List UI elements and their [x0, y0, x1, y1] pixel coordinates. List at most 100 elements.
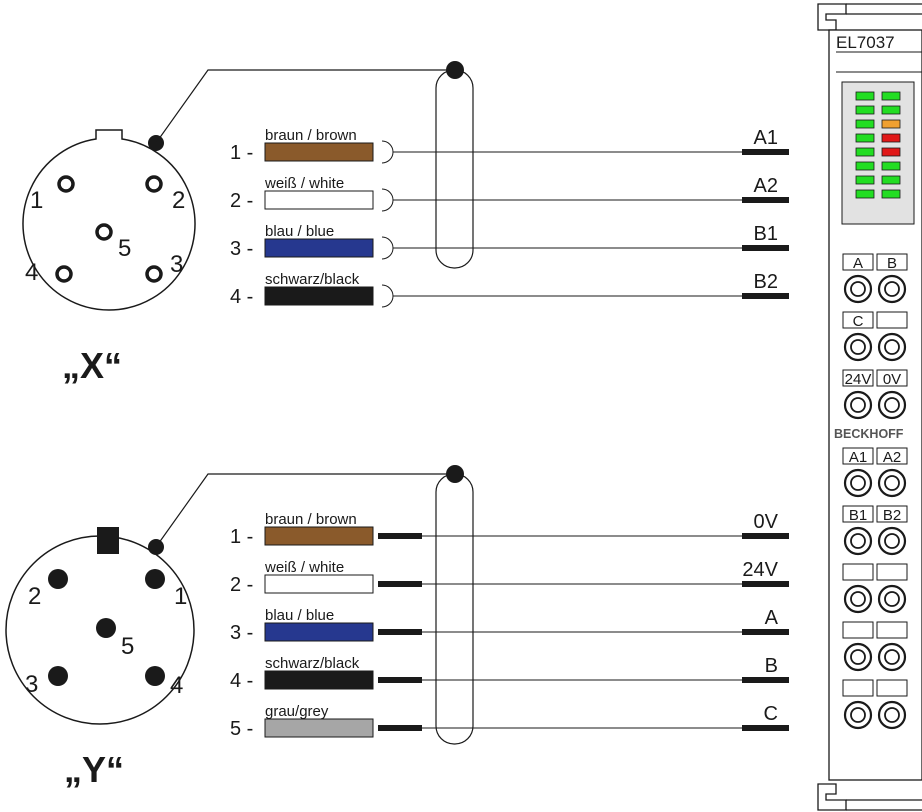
module-terminal-slot	[876, 563, 908, 614]
module-led	[855, 91, 875, 101]
connector-x-pin-2	[145, 175, 163, 193]
connector-y-wire-ferrule	[378, 581, 422, 587]
module-led	[855, 133, 875, 143]
connector-x-shield-wire	[155, 69, 455, 144]
module-terminal-slot: A	[842, 253, 874, 304]
connector-y-wire-number: 2 -	[230, 574, 253, 596]
connector-y-wire-signal: 0V	[754, 511, 779, 533]
module-terminal-label-box	[842, 311, 874, 329]
connector-x-wire-insulation	[264, 142, 374, 162]
module-led-panel	[841, 81, 915, 225]
module-led	[855, 189, 875, 199]
connector-x-wire-end-cap	[381, 140, 394, 164]
connector-x-wire-signal: B2	[754, 271, 778, 293]
connector-y-wire-terminal-pin	[742, 725, 789, 731]
connector-y-wire-ferrule	[378, 677, 422, 683]
cable-x-shield-point	[446, 61, 464, 79]
module-terminal-opening	[884, 281, 900, 297]
module-terminal-label-box	[876, 679, 908, 697]
module-terminal-opening	[884, 649, 900, 665]
module-led	[881, 91, 901, 101]
module-terminal-slot	[876, 311, 908, 362]
module-terminal-slot: B2	[876, 505, 908, 556]
connector-y-wire-label: weiß / white	[264, 559, 344, 576]
connector-y-wire-label: grau/grey	[265, 703, 329, 720]
module-bottom-rail	[817, 783, 847, 811]
connector-x-pin-label-1: 1	[30, 187, 43, 214]
connector-y-wire-number: 4 -	[230, 670, 253, 692]
connector-x-wire-signal: A1	[754, 127, 778, 149]
module-terminal-label-box	[842, 369, 874, 387]
module-led	[881, 175, 901, 185]
module-led	[855, 161, 875, 171]
connector-x-wire-signal: A2	[754, 175, 778, 197]
connector-x-wire-label: braun / brown	[265, 127, 357, 144]
module-terminal-label: B	[887, 255, 897, 272]
module-terminal-opening	[850, 707, 866, 723]
connector-x-wire-end-cap	[381, 188, 394, 212]
connector-x-pin-1	[57, 175, 75, 193]
connector-y-pin-1	[145, 569, 165, 589]
module-terminal-slot: B	[876, 253, 908, 304]
connector-y-pin-label-3: 3	[25, 671, 38, 698]
module-terminal-label-box	[842, 253, 874, 271]
connector-y-wire-signal: 24V	[742, 559, 778, 581]
connector-y-wire-ferrule	[378, 629, 422, 635]
connector-y-key	[97, 527, 119, 554]
connector-x-caption: „X“	[62, 345, 122, 386]
connector-y-pin-3	[48, 666, 68, 686]
connector-x-pin-4	[55, 265, 73, 283]
connector-y-wire-insulation	[264, 574, 374, 594]
module-terminal-slot: 0V	[876, 369, 908, 420]
connector-y-wire-terminal-pin	[742, 533, 789, 539]
connector-x-wire-end-cap	[381, 236, 394, 260]
connector-x-pin-label-4: 4	[25, 259, 38, 286]
connector-y-shield-wire	[155, 473, 455, 548]
module-terminal-label-box	[876, 447, 908, 465]
module-led	[855, 175, 875, 185]
module-terminal-slot: 24V	[842, 369, 874, 420]
connector-x-wire-signal: B1	[754, 223, 778, 245]
cable-y-shield	[435, 473, 474, 745]
connector-x-wire-terminal-pin	[742, 293, 789, 299]
module-terminal-label: A2	[883, 449, 901, 466]
module-terminal-opening	[850, 281, 866, 297]
connector-y-wire-ferrule	[378, 725, 422, 731]
connector-y-wire-terminal-pin	[742, 581, 789, 587]
connector-x-wire-insulation	[264, 286, 374, 306]
connector-x-wire-label: weiß / white	[264, 175, 344, 192]
module-terminal-label: C	[853, 313, 864, 330]
module-terminal-slot: A2	[876, 447, 908, 498]
module-terminal-label-box	[842, 563, 874, 581]
connector-x-wire-insulation	[264, 190, 374, 210]
module-terminal-slot	[842, 679, 874, 730]
connector-y-wire-number: 3 -	[230, 622, 253, 644]
module-terminal-label-box	[876, 505, 908, 523]
module-terminal-opening	[884, 707, 900, 723]
connector-x-wire-label: schwarz/black	[265, 271, 360, 288]
connector-y-wire-signal: A	[765, 607, 779, 629]
connector-y-pin-5	[96, 618, 116, 638]
module-terminal-label-box	[876, 253, 908, 271]
connector-y-pin-label-5: 5	[121, 633, 134, 660]
module-terminal-opening	[850, 591, 866, 607]
module-led	[881, 189, 901, 199]
module-terminal-slot	[842, 563, 874, 614]
connector-x-housing	[22, 129, 196, 311]
cable-x-shield	[435, 69, 474, 269]
module-led	[855, 147, 875, 157]
connector-y-wire-insulation	[264, 526, 374, 546]
module-led	[881, 133, 901, 143]
module-terminal-label: 0V	[883, 371, 901, 388]
connector-y-pin-4	[145, 666, 165, 686]
module-led	[881, 161, 901, 171]
